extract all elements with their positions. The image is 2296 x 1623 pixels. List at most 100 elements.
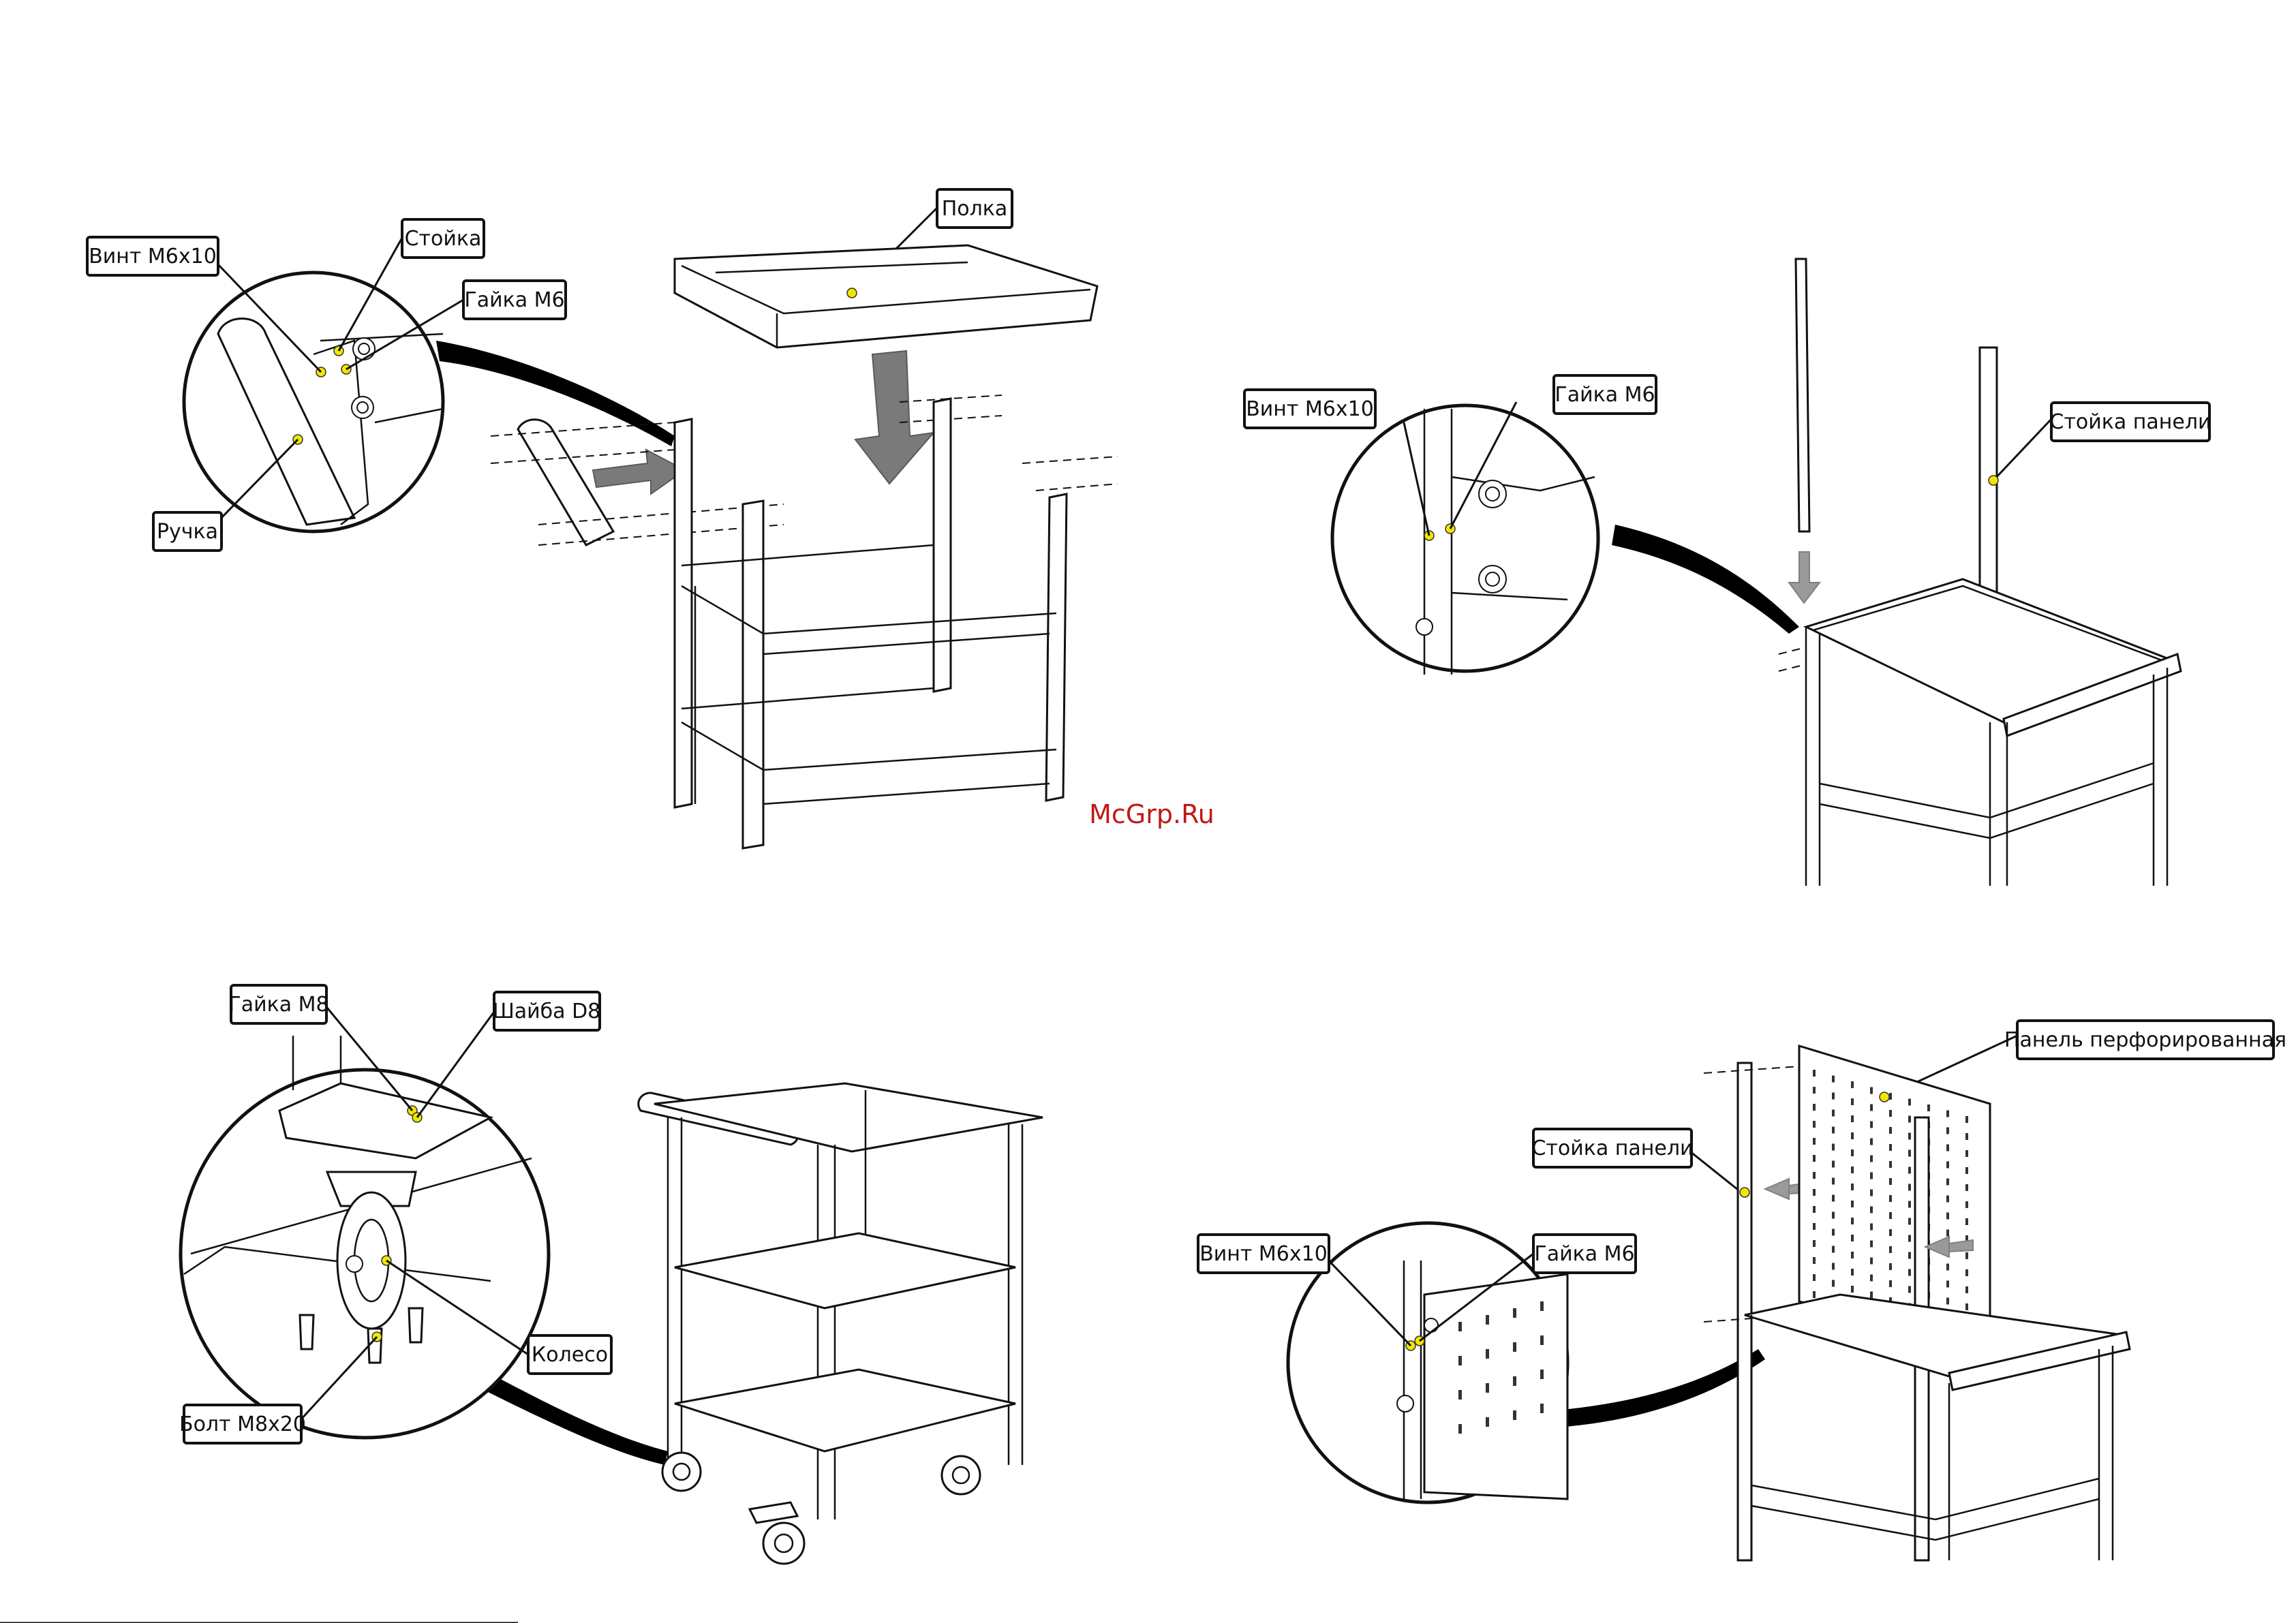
svg-text:Шайба D8: Шайба D8 — [493, 1000, 601, 1023]
callout-nut-m6-2: Гайка М6 — [1554, 375, 1656, 414]
perforation-slot — [1889, 1280, 1892, 1287]
perforation-slot — [1908, 1184, 1911, 1191]
perforation-slot — [1965, 1201, 1968, 1208]
perforation-slot — [1889, 1110, 1892, 1117]
svg-text:Полка: Полка — [942, 197, 1008, 221]
perforation-slot — [1908, 1116, 1911, 1123]
perforation-slot — [1965, 1184, 1968, 1191]
perforation-slot — [1832, 1127, 1835, 1134]
perforation-slot — [1813, 1087, 1816, 1094]
callout-nut-m6-4: Гайка М6 — [1533, 1235, 1636, 1273]
perforation-slot — [1813, 1104, 1816, 1111]
callout-post: Стойка — [402, 219, 484, 258]
perforation-slot — [1965, 1303, 1968, 1310]
perforation-slot — [1889, 1178, 1892, 1185]
perforation-slot — [1851, 1201, 1854, 1207]
perforation-slot — [1946, 1298, 1949, 1305]
perforation-slot — [1870, 1122, 1873, 1128]
perforation-slot — [1889, 1263, 1892, 1270]
perforation-slot — [1813, 1138, 1816, 1145]
perforation-slot — [1832, 1229, 1835, 1236]
perforation-slot — [1870, 1104, 1873, 1111]
perforation-slot — [1870, 1156, 1873, 1162]
marker-panel-post-4 — [1740, 1188, 1749, 1197]
perforation-slot — [1813, 1291, 1816, 1298]
perforation-slot — [1965, 1252, 1968, 1259]
perforation-slot — [1870, 1275, 1873, 1282]
callout-perforated-panel: Панель перфорированная — [2004, 1021, 2286, 1059]
perforation-slot — [1946, 1111, 1949, 1117]
perforation-slot — [1813, 1121, 1816, 1128]
perforation-slot — [1851, 1235, 1854, 1241]
panel-bar-loose — [1796, 259, 1809, 531]
zoom-tail-4 — [1554, 1349, 1765, 1427]
perforation-slot — [1889, 1144, 1892, 1151]
callout-screw-m6x10-2: Винт М6х10 — [1244, 390, 1375, 428]
perforation-slot — [1870, 1087, 1873, 1094]
perforation-slot — [1889, 1246, 1892, 1253]
perforation-slot — [1870, 1190, 1873, 1196]
shelf-tray — [675, 245, 1097, 347]
perforation-slot — [1813, 1172, 1816, 1179]
svg-text:Гайка М6: Гайка М6 — [1534, 1242, 1634, 1266]
perforation-slot — [1870, 1292, 1873, 1299]
panel-perforated: Панель перфорированная Стойка панели Вин… — [1198, 1021, 2286, 1560]
perforation-slot — [1946, 1179, 1949, 1186]
perforation-slot — [1813, 1189, 1816, 1196]
perforation-slot — [1813, 1240, 1816, 1247]
callout-panel-post: Стойка панели — [2049, 403, 2211, 441]
perforation-slot — [1832, 1093, 1835, 1100]
arrow-down-left — [1789, 552, 1820, 603]
svg-text:Стойка панели: Стойка панели — [1531, 1137, 1693, 1160]
perforation-slot — [1946, 1162, 1949, 1169]
marker-perforated-panel — [1880, 1092, 1889, 1102]
perforation-slot — [1870, 1207, 1873, 1214]
perforation-slot — [1908, 1167, 1911, 1174]
arrow-handle-right — [593, 450, 685, 494]
perforation-slot — [1889, 1195, 1892, 1202]
perforation-slot — [1870, 1139, 1873, 1145]
perforation-slot — [1908, 1218, 1911, 1225]
perforation-slot — [1870, 1224, 1873, 1231]
perforation-slot — [1889, 1212, 1892, 1219]
perforation-slot — [1908, 1133, 1911, 1140]
panel-post-loose — [1738, 1063, 1751, 1560]
perforation-slot — [1946, 1128, 1949, 1134]
perforation-slot — [1851, 1269, 1854, 1276]
callout-bolt-m8x20: Болт М8х20 — [179, 1405, 306, 1443]
svg-text:Винт М6х10: Винт М6х10 — [1199, 1242, 1328, 1266]
perforation-slot — [1908, 1099, 1911, 1106]
cart-frame-step1 — [675, 399, 1067, 848]
perforation-slot — [1946, 1213, 1949, 1220]
watermark: McGrp.Ru — [1089, 799, 1214, 829]
perforation-slot — [1946, 1264, 1949, 1271]
perforation-slot — [1851, 1286, 1854, 1293]
perforation-slot — [1832, 1263, 1835, 1270]
perforation-slot — [1889, 1229, 1892, 1236]
svg-text:Колесо: Колесо — [532, 1343, 608, 1367]
perforation-slot — [1965, 1167, 1968, 1174]
perforation-slot — [1908, 1201, 1911, 1208]
marker-panel-post — [1989, 476, 1998, 485]
perforation-slot — [1813, 1274, 1816, 1281]
perforation-slot — [1908, 1252, 1911, 1259]
perforation-slot — [1870, 1173, 1873, 1179]
svg-text:Болт М8х20: Болт М8х20 — [179, 1412, 306, 1436]
perforation-slot — [1851, 1098, 1854, 1105]
perforation-slot — [1908, 1269, 1911, 1276]
svg-text:Винт М6х10: Винт М6х10 — [89, 245, 217, 268]
zoom-circle-post — [1332, 405, 1598, 671]
svg-text:Винт М6х10: Винт М6х10 — [1246, 397, 1374, 421]
perforation-slot — [1832, 1195, 1835, 1202]
perforation-slot — [1813, 1206, 1816, 1213]
svg-text:Панель перфорированная: Панель перфорированная — [2004, 1028, 2286, 1052]
perforation-slot — [1870, 1258, 1873, 1265]
perforation-slot — [1832, 1280, 1835, 1287]
perforation-slot — [1965, 1218, 1968, 1225]
perforation-slot — [1832, 1212, 1835, 1219]
perforation-slot — [1946, 1230, 1949, 1237]
svg-text:Ручка: Ручка — [157, 520, 218, 544]
cart-frame-step4 — [1745, 1295, 2130, 1560]
marker-shelf — [847, 288, 857, 298]
